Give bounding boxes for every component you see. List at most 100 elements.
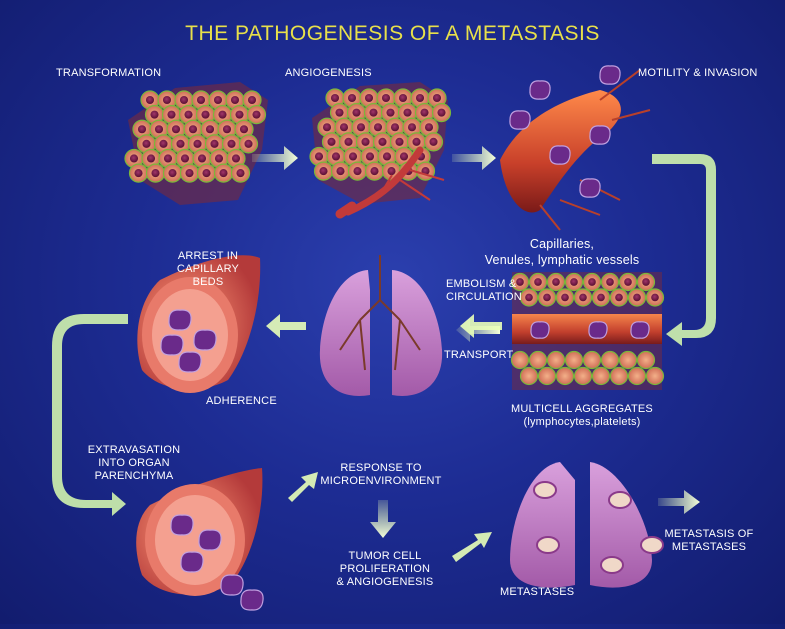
cell-nucleus [185, 169, 194, 178]
cell-nucleus [395, 137, 404, 146]
cell-nucleus [235, 110, 244, 119]
cell-nucleus [415, 93, 425, 103]
cell-nucleus [534, 278, 542, 286]
cell-nucleus [327, 137, 336, 146]
tumor-cell [599, 65, 621, 85]
label-proliferation: TUMOR CELL PROLIFERATION & ANGIOGENESIS [330, 550, 440, 589]
cell-nucleus [151, 169, 160, 178]
cell-nucleus [429, 137, 438, 146]
capillary-arrest [137, 255, 261, 393]
cell-nucleus [543, 293, 551, 302]
label-embolism-line-2: CIRCULATION [446, 291, 522, 303]
label-proliferation-line-3: & ANGIOGENESIS [336, 576, 434, 588]
label-vessels-line-1: Capillaries, [529, 237, 595, 251]
cell-nucleus [352, 108, 361, 117]
cell-nucleus [420, 108, 429, 117]
cell-nucleus [180, 154, 190, 163]
tumor-cell [178, 351, 202, 373]
cell-nucleus [159, 139, 168, 148]
label-motility-invasion: MOTILITY & INVASION [638, 67, 758, 79]
cell-nucleus [176, 139, 185, 148]
metastasis-spot [640, 536, 664, 554]
metastasis-spot [608, 491, 632, 509]
cell-nucleus [219, 169, 228, 178]
cell-nucleus [168, 169, 177, 178]
label-arrest-line-3: BEDS [192, 276, 224, 288]
cell-nucleus [407, 123, 417, 132]
tissue-cell [510, 350, 530, 370]
label-transport: TRANSPORT [444, 349, 514, 361]
label-proliferation-line-1: TUMOR CELL [348, 550, 422, 562]
tissue-cell [627, 366, 647, 386]
cell-nucleus [162, 95, 172, 105]
cell-nucleus [364, 93, 374, 103]
label-extravasation-line-2: INTO ORGAN [98, 457, 170, 469]
cell-nucleus [230, 95, 240, 105]
tissue-cell [645, 366, 665, 386]
flow-arrows [52, 146, 716, 562]
label-vessels-line-2: Venules, lymphatic vessels [484, 253, 640, 267]
tumor-cell [588, 321, 608, 339]
tissue-cell [546, 350, 566, 370]
cell-nucleus [365, 152, 375, 161]
cell-nucleus [150, 110, 159, 119]
cell-nucleus [347, 93, 357, 103]
label-adherence: ADHERENCE [206, 395, 277, 407]
tissue-cell [519, 366, 539, 386]
tumor-cell [160, 334, 184, 356]
tumor-cell [530, 321, 550, 339]
tissue-cell [528, 350, 548, 370]
cell-nucleus [369, 108, 378, 117]
cell-nucleus [642, 278, 650, 286]
cell-nucleus [633, 293, 641, 302]
cell-nucleus [244, 139, 253, 148]
cell-nucleus [314, 152, 324, 161]
cell-nucleus [201, 110, 210, 119]
lungs-metastases [510, 462, 664, 588]
cell-nucleus [570, 278, 578, 286]
label-aggregates-line-2: (lymphocytes,platelets) [523, 416, 641, 428]
label-metastases: METASTASES [500, 586, 575, 598]
cell-nucleus [353, 167, 362, 176]
cell-nucleus [361, 137, 370, 146]
diagram-title: THE PATHOGENESIS OF A METASTASIS [185, 22, 600, 45]
cell-nucleus [373, 123, 383, 132]
label-metastasis-of-line-1: METASTASIS OF [664, 528, 754, 540]
tumor-cell [170, 514, 194, 536]
cell-nucleus [247, 95, 257, 105]
label-embolism: EMBOLISM & CIRCULATION [446, 278, 522, 304]
label-arrest-line-1: ARREST IN [177, 250, 239, 262]
tissue-cell [609, 366, 629, 386]
label-metastasis-of-metastases: METASTASIS OF METASTASES [654, 528, 764, 554]
tissue-cell [600, 350, 620, 370]
cell-nucleus [134, 169, 143, 178]
cell-nucleus [356, 123, 366, 132]
cell-nucleus [145, 95, 155, 105]
tissue-cell [618, 350, 638, 370]
cell-nucleus [213, 95, 223, 105]
tissue-cell [555, 366, 575, 386]
cell-nucleus [335, 108, 344, 117]
metastasis-spot [600, 556, 624, 574]
cell-nucleus [322, 123, 332, 132]
cell-nucleus [202, 169, 211, 178]
metastasis-spot [536, 536, 560, 554]
tumor-cell [589, 125, 611, 145]
cell-nucleus [624, 278, 632, 286]
cell-nucleus [179, 95, 189, 105]
cell-nucleus [319, 167, 328, 176]
cell-nucleus [390, 123, 400, 132]
label-extravasation-line-3: PARENCHYMA [94, 470, 174, 482]
cell-nucleus [552, 278, 560, 286]
tissue-cell [636, 350, 656, 370]
cell-nucleus [398, 93, 408, 103]
cell-nucleus [146, 154, 156, 163]
invasion-vessel [500, 65, 651, 231]
cell-nucleus [196, 95, 206, 105]
cell-nucleus [412, 137, 421, 146]
cell-nucleus [239, 125, 249, 134]
cell-nucleus [167, 110, 176, 119]
cell-nucleus [387, 167, 396, 176]
cell-nucleus [227, 139, 236, 148]
cell-nucleus [399, 152, 409, 161]
